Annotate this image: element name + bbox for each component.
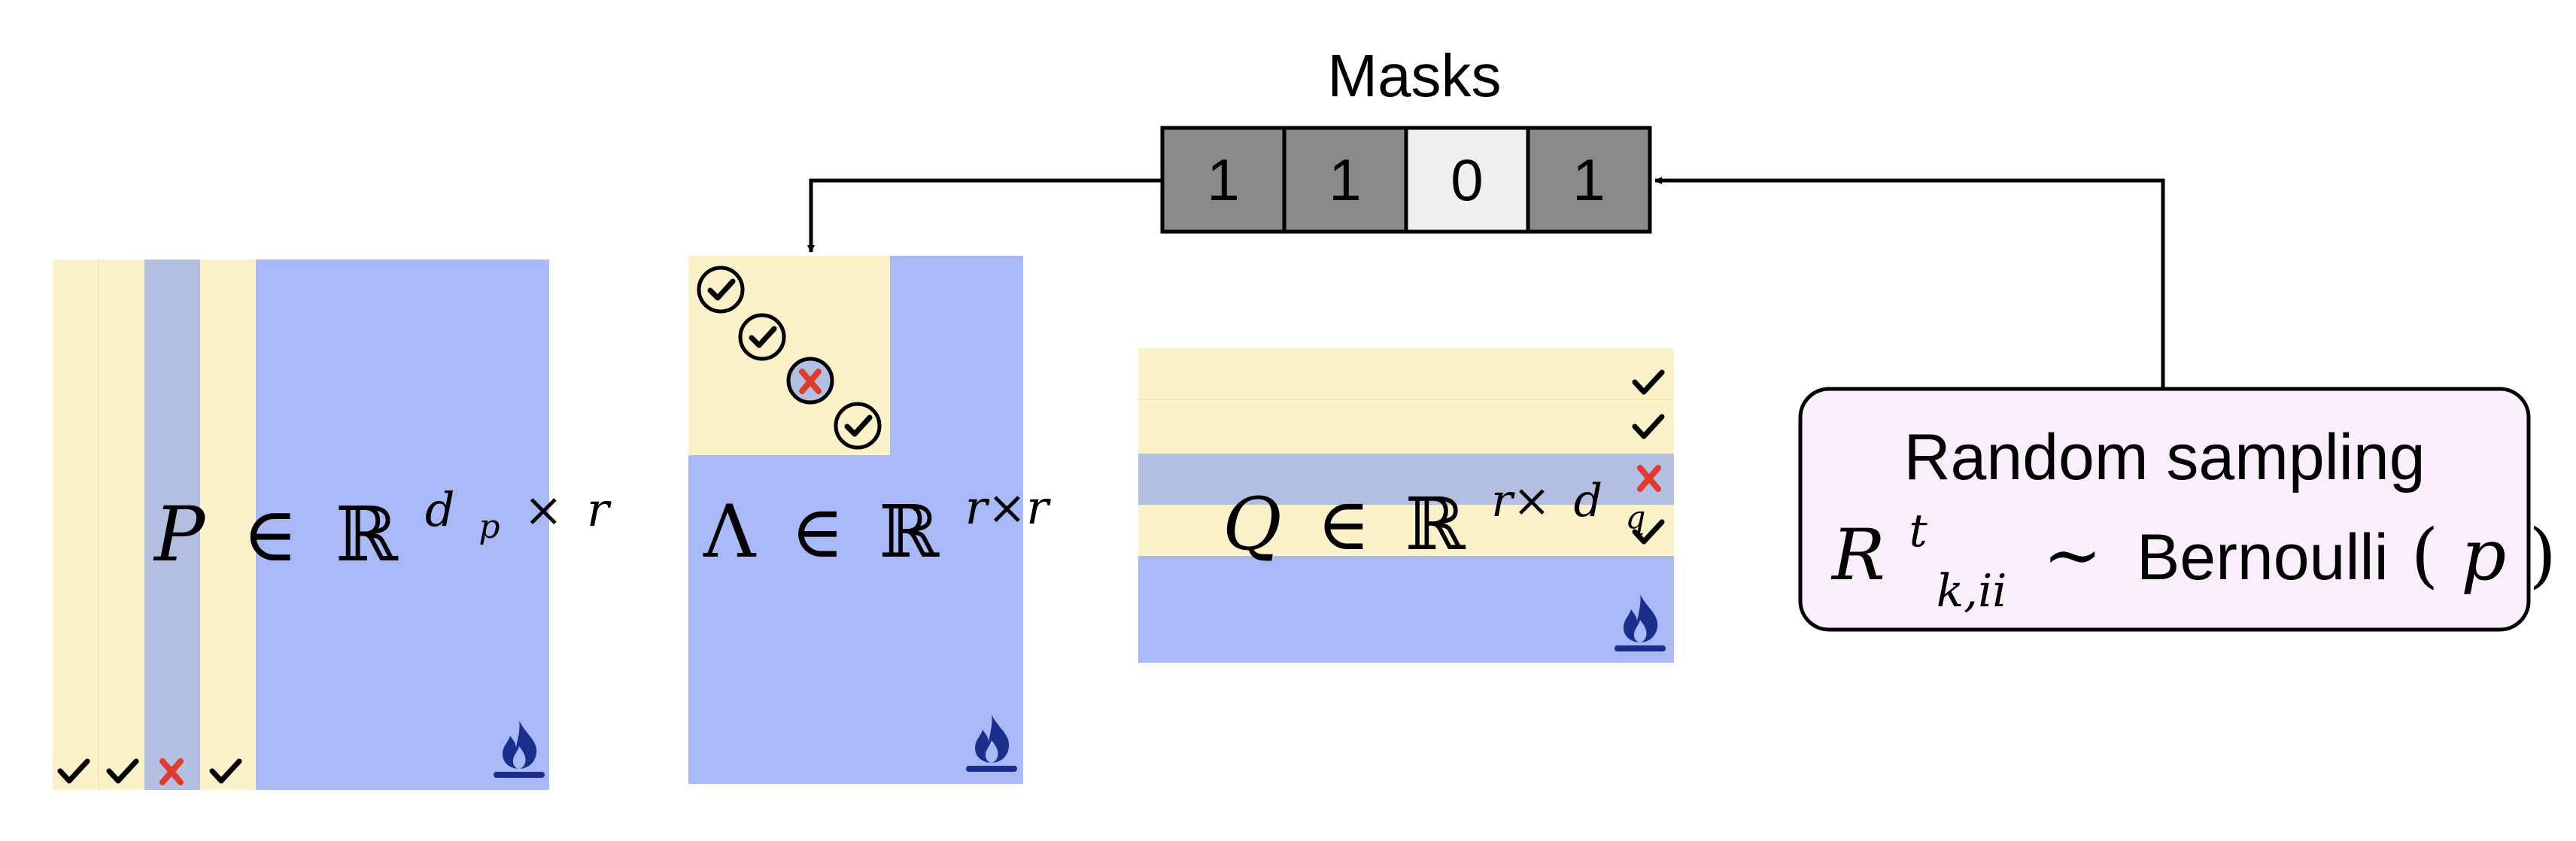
matrix-q-row-2 — [1138, 399, 1674, 454]
check-icon — [1632, 414, 1665, 439]
check-icon — [738, 313, 786, 361]
check-icon — [1632, 519, 1665, 545]
mask-cell-4 — [1526, 126, 1652, 234]
check-icon — [1632, 369, 1665, 395]
formula-paren-close: ) — [2529, 515, 2556, 597]
matrix-lambda-label: Λ ∈ ℝ r×r — [703, 480, 1051, 574]
check-icon — [106, 758, 139, 784]
matrix-p-exp-left-sub: p — [478, 508, 500, 546]
bernoulli-formula: R t k,ii ∼ Bernoulli ( p ) — [1830, 481, 2556, 624]
matrix-q-exp-right-sub: q — [1626, 499, 1646, 536]
real-field-symbol: ℝ — [1405, 482, 1466, 566]
formula-dist: Bernoulli — [2137, 521, 2389, 594]
matrix-q-label: Q ∈ ℝ r× d q — [1223, 449, 1645, 566]
real-field-symbol: ℝ — [336, 490, 399, 578]
formula-paren-open: ( — [2411, 515, 2439, 597]
mask-value-1: 1 — [1207, 147, 1239, 213]
matrix-q-exp-left: r× — [1491, 475, 1551, 527]
check-icon — [697, 266, 745, 314]
cross-icon — [786, 357, 834, 405]
mask-value-4: 1 — [1572, 147, 1605, 213]
matrix-p-exp-times: × — [524, 482, 563, 537]
fire-icon — [966, 715, 1017, 772]
formula-sub: k,ii — [1937, 565, 2007, 618]
formula-param: p — [2461, 515, 2506, 597]
matrix-p-column-masked — [144, 260, 200, 790]
matrix-lambda-symbol: Λ — [703, 490, 757, 574]
matrix-q-symbol: Q — [1223, 482, 1282, 566]
in-symbol: ∈ — [791, 490, 844, 574]
random-sampling-box: Random sampling R t k,ii ∼ Bernoulli ( p… — [1798, 387, 2556, 632]
arrow-sampling-to-masks — [1654, 177, 2165, 387]
mask-value-3: 0 — [1451, 147, 1483, 213]
matrix-p-column-3 — [200, 260, 256, 790]
matrix-q: Q ∈ ℝ r× d q — [1138, 348, 1674, 663]
in-symbol: ∈ — [1317, 482, 1370, 566]
matrix-lambda: Λ ∈ ℝ r×r — [688, 256, 1051, 784]
in-symbol: ∈ — [242, 490, 298, 578]
formula-sup: t — [1909, 505, 1928, 557]
fire-icon — [494, 721, 545, 778]
mask-cell-2 — [1282, 126, 1408, 234]
mask-cell-3 — [1404, 126, 1530, 234]
matrix-q-row-1 — [1138, 348, 1674, 399]
matrix-p-symbol: P — [153, 490, 206, 578]
matrix-q-exp-right: d — [1574, 475, 1602, 527]
cross-icon — [1637, 465, 1661, 492]
check-icon — [209, 758, 242, 784]
mask-vector: 1 1 0 1 — [1160, 126, 1652, 234]
matrix-q-row-masked — [1138, 454, 1674, 505]
matrix-p-exp-left: d — [425, 482, 455, 537]
random-sampling-frame — [1798, 387, 2531, 632]
real-field-symbol: ℝ — [879, 490, 940, 574]
random-sampling-title: Random sampling — [1903, 421, 2425, 493]
masks-group: Masks 1 1 0 1 — [1160, 42, 1652, 234]
matrix-q-row-4 — [1138, 505, 1674, 556]
cross-icon — [159, 758, 184, 785]
formula-var: R — [1830, 515, 1885, 597]
formula-sim: ∼ — [2043, 515, 2102, 597]
mask-value-2: 1 — [1329, 147, 1361, 213]
check-icon — [834, 402, 882, 450]
masks-title: Masks — [1327, 42, 1501, 109]
matrix-p: P ∈ ℝ d p × r — [53, 260, 612, 790]
fire-icon — [1615, 594, 1666, 651]
matrix-lambda-exp: r×r — [965, 480, 1052, 535]
arrow-masks-to-lambda — [807, 178, 1162, 253]
matrix-p-exp-right: r — [587, 482, 612, 537]
check-icon — [57, 758, 90, 784]
matrix-p-label: P ∈ ℝ d p × r — [153, 456, 612, 578]
